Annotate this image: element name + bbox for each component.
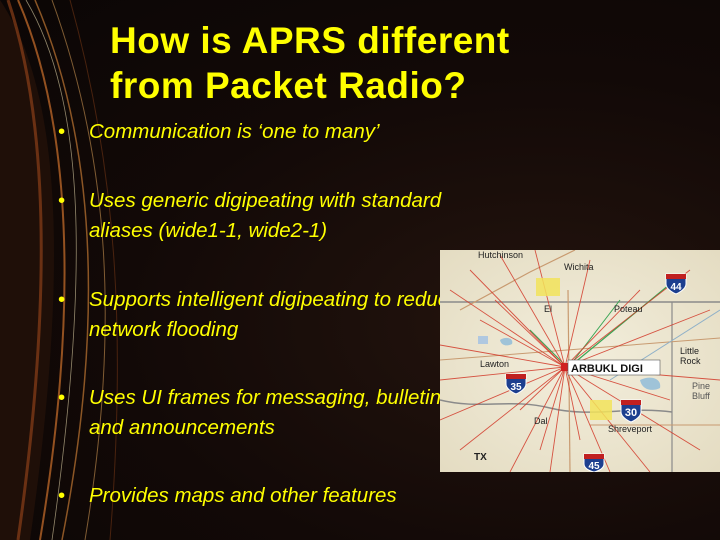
title-line-1: How is APRS different bbox=[110, 20, 510, 61]
highlight-area bbox=[536, 278, 560, 296]
path-line bbox=[499, 254, 566, 368]
highway bbox=[440, 337, 720, 361]
highway bbox=[459, 250, 576, 311]
bullet-item: • Communication is ‘one to many’ bbox=[58, 117, 478, 147]
bullet-item: • Provides maps and other features bbox=[58, 481, 498, 511]
aprs-coverage-map: 44 35 30 45 ARBUKL DIGI Hutchinson Wichi… bbox=[440, 250, 720, 472]
map-label: 44 bbox=[670, 282, 682, 293]
city-label: Poteau bbox=[614, 304, 643, 314]
bullet-text: Uses UI frames for messaging, bulletins … bbox=[89, 386, 452, 439]
label-line: Bluff bbox=[692, 391, 710, 401]
bullet-dot: • bbox=[58, 484, 66, 507]
path-line bbox=[567, 299, 621, 369]
path-line bbox=[567, 279, 676, 369]
city-label: Shreveport bbox=[608, 424, 653, 434]
path-line bbox=[440, 344, 566, 368]
bullet-dot: • bbox=[58, 189, 66, 212]
path-line bbox=[549, 366, 566, 472]
lake bbox=[640, 377, 661, 390]
state-label: TX bbox=[474, 452, 487, 463]
bullet-item: • Uses generic digipeating with standard… bbox=[58, 186, 478, 246]
highlight-area bbox=[478, 336, 488, 344]
digi-label: ARBUKL DIGI bbox=[571, 363, 643, 375]
interstate-shield-35: 35 bbox=[505, 373, 527, 395]
title-line-2: from Packet Radio? bbox=[110, 65, 467, 106]
city-label: Wichita bbox=[564, 262, 594, 272]
path-line bbox=[479, 319, 566, 368]
path-line bbox=[564, 289, 641, 368]
decorative-swirl bbox=[0, 0, 118, 540]
bullet-text: Provides maps and other features bbox=[89, 484, 397, 507]
path-line bbox=[449, 289, 566, 368]
bullet-dot: • bbox=[58, 288, 66, 311]
bullet-text: Uses generic digipeating with standard a… bbox=[89, 189, 442, 242]
city-label: Hutchinson bbox=[478, 250, 523, 260]
highlight-area bbox=[590, 400, 612, 420]
city-label: Dal bbox=[534, 416, 548, 426]
digi-label-box bbox=[567, 359, 661, 376]
path-line bbox=[440, 366, 566, 381]
path-line bbox=[459, 366, 566, 451]
path-line bbox=[469, 269, 566, 368]
highway bbox=[567, 289, 571, 472]
path-line bbox=[440, 366, 566, 421]
city-label: El bbox=[544, 304, 552, 314]
interstate-shield-44: 44 bbox=[665, 273, 687, 295]
bullet-text: Communication is ‘one to many’ bbox=[89, 120, 380, 143]
digipeater-marker bbox=[561, 363, 569, 371]
path-line bbox=[539, 366, 566, 451]
bullet-dot: • bbox=[58, 120, 66, 143]
path-line bbox=[564, 309, 711, 368]
bullet-dot: • bbox=[58, 386, 66, 409]
bullet-item: • Supports intelligent digipeating to re… bbox=[58, 285, 478, 345]
map-label: 45 bbox=[588, 461, 600, 472]
interstate-shield-45: 45 bbox=[583, 453, 605, 472]
label-line: Pine bbox=[692, 381, 710, 391]
path-line bbox=[534, 250, 566, 368]
path-line bbox=[494, 299, 566, 368]
map-label: 30 bbox=[625, 407, 637, 419]
city-label: Lawton bbox=[480, 359, 509, 369]
path-line bbox=[519, 366, 566, 411]
label-line: Little bbox=[680, 346, 699, 356]
bullet-text: Supports intelligent digipeating to redu… bbox=[89, 288, 460, 341]
lake bbox=[500, 337, 513, 346]
path-line bbox=[509, 366, 566, 472]
interstate-shield-30: 30 bbox=[620, 399, 642, 423]
path-line bbox=[564, 366, 581, 441]
bullet-item: • Uses UI frames for messaging, bulletin… bbox=[58, 383, 478, 443]
label-line: Rock bbox=[680, 356, 701, 366]
path-line bbox=[564, 259, 591, 368]
map-label: 35 bbox=[510, 382, 522, 393]
slide-title: How is APRS different from Packet Radio? bbox=[110, 18, 670, 108]
